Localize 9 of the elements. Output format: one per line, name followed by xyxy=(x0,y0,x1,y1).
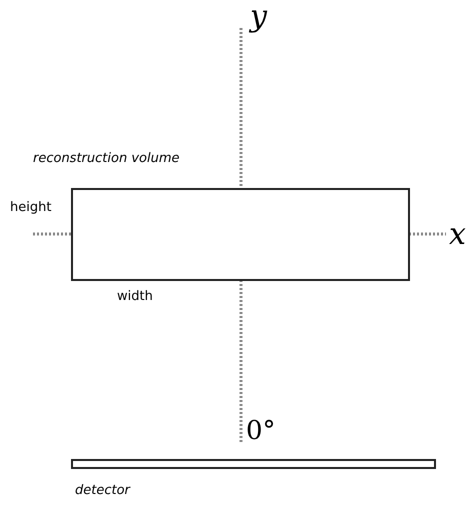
dimension-label: height xyxy=(10,201,52,214)
angle-label: 0° xyxy=(246,418,276,444)
detector-bar xyxy=(71,459,436,469)
axis-label: x xyxy=(449,220,466,250)
dimension-label: width xyxy=(117,290,153,303)
axis-label: y xyxy=(250,2,267,32)
node-label: reconstruction volume xyxy=(33,152,180,165)
reconstruction-volume-rectangle xyxy=(71,188,410,281)
node-label: detector xyxy=(75,484,130,497)
